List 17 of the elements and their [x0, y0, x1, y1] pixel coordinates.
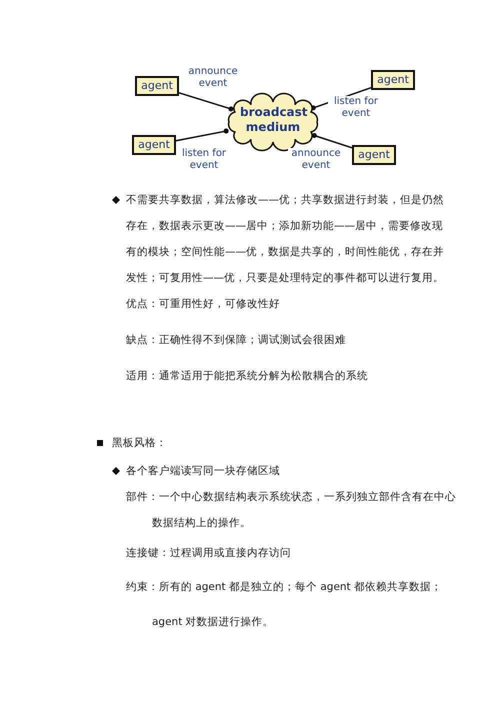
text-paragraph: 缺点：正确性得不到保障；调试测试会很困难 — [126, 333, 347, 348]
text-paragraph: 各个客户端读写同一块存储区域 — [126, 464, 281, 479]
connector-line — [178, 92, 234, 112]
connector-line — [312, 133, 352, 149]
text-paragraph: 黑板风格： — [112, 436, 168, 451]
agent-box: agent — [132, 135, 176, 155]
agent-box: agent — [371, 70, 415, 90]
text-paragraph: 适用：通常适用于能把系统分解为松散耦合的系统 — [126, 369, 369, 384]
text-paragraph: 不需要共享数据，算法修改——优；共享数据进行封装，但是仍然存在，数据表示更改——居中；添加新功能——居中，需要修改现有的模块；空间性能——优，数据是共享的，时间性能优，存在并发性；可复用性——优，只要是处理特定的事件都可以进行复用。 — [126, 193, 445, 286]
text-paragraph: 优点：可重用性好，可修改性好 — [126, 297, 281, 312]
agent-box: agent — [352, 145, 396, 165]
text-paragraph: 约束：所有的 agent 都是独立的；每个 agent 都依赖共享数据；agent 对数据进行操作。 — [126, 580, 444, 630]
agent-box: agent — [135, 76, 179, 96]
connector-line — [176, 128, 229, 142]
text-paragraph: 部件：一个中心数据结构表示系统状态，一系列独立部件含有在中心数据结构上的操作。 — [126, 490, 456, 531]
node-label: broadcast medium — [240, 105, 306, 135]
text-paragraph: 连接键：过程调用或直接内存访问 — [126, 546, 292, 561]
